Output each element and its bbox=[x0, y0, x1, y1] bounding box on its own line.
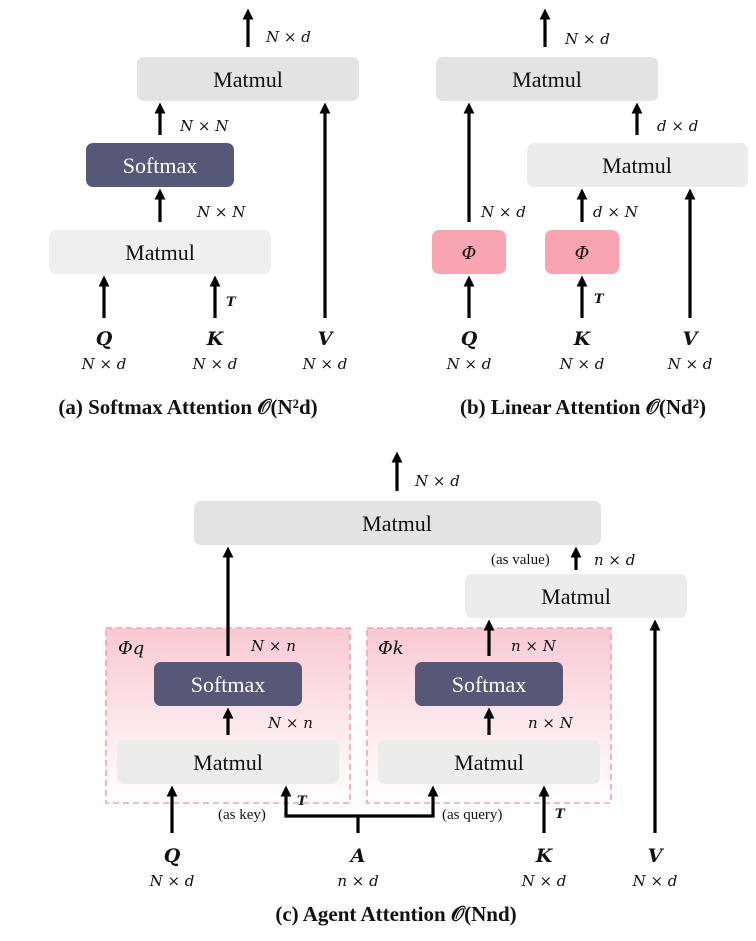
as-value-label: (as value) bbox=[491, 552, 550, 568]
input-k-dim: N × d bbox=[521, 872, 567, 890]
input-k-dim: N × d bbox=[192, 355, 238, 373]
softmax-k-label: Softmax bbox=[452, 672, 527, 697]
phi-k-region-label: Φk bbox=[378, 638, 404, 659]
input-k: K bbox=[535, 845, 554, 867]
phi-q-label: Φ bbox=[462, 243, 477, 264]
transpose-mark: T bbox=[226, 295, 237, 310]
matmul-k-box bbox=[378, 740, 600, 784]
dim-nN-mid: n × N bbox=[528, 714, 574, 732]
caption-b: (b) Linear Attention 𝒪(Nd²) bbox=[460, 395, 706, 419]
dim-dd: d × d bbox=[657, 117, 698, 135]
dim-Nn-mid: N × n bbox=[267, 714, 313, 732]
transpose-mark: T bbox=[594, 292, 605, 307]
dim-nd-small: n × d bbox=[594, 551, 635, 569]
input-v: V bbox=[318, 328, 335, 350]
caption-a: (a) Softmax Attention 𝒪(N²d) bbox=[58, 395, 317, 419]
matmul-top-box bbox=[194, 501, 601, 545]
dim-nn-1: N × N bbox=[179, 117, 229, 135]
input-a: A bbox=[349, 845, 366, 867]
matmul-mid-box bbox=[527, 143, 748, 187]
as-query-label: (as query) bbox=[442, 807, 502, 823]
softmax-label: Softmax bbox=[123, 153, 198, 178]
input-v-dim: N × d bbox=[667, 355, 713, 373]
dim-nN-top: n × N bbox=[511, 637, 557, 655]
dim-output: N × d bbox=[564, 30, 610, 48]
phi-q-box bbox=[432, 230, 506, 274]
input-k: K bbox=[206, 328, 225, 350]
softmax-box bbox=[86, 143, 234, 187]
input-v: V bbox=[683, 328, 700, 350]
caption-c: (c) Agent Attention 𝒪(Nnd) bbox=[275, 902, 516, 926]
matmul-bottom-box bbox=[49, 230, 271, 274]
input-v-dim: N × d bbox=[302, 355, 348, 373]
phi-q-region-label: Φq bbox=[118, 638, 144, 659]
input-k: K bbox=[573, 328, 592, 350]
matmul-q-box bbox=[117, 740, 339, 784]
panel-agent-attention: Φq Φk Matmul Matmul Softmax Matmul Softm… bbox=[105, 451, 687, 926]
matmul-top-box bbox=[137, 57, 359, 101]
dim-Nn-top: N × n bbox=[250, 637, 296, 655]
input-v: V bbox=[648, 845, 665, 867]
input-k-dim: N × d bbox=[559, 355, 605, 373]
dim-output: N × d bbox=[265, 28, 311, 46]
matmul-top-label: Matmul bbox=[213, 67, 283, 92]
softmax-q-label: Softmax bbox=[191, 672, 266, 697]
matmul-right-box bbox=[465, 574, 687, 618]
matmul-top-label: Matmul bbox=[362, 511, 432, 536]
dim-dn: d × N bbox=[593, 203, 639, 221]
input-q: Q bbox=[461, 328, 478, 350]
input-q-dim: N × d bbox=[149, 872, 195, 890]
input-a-dim: n × d bbox=[337, 872, 378, 890]
as-key-label: (as key) bbox=[218, 807, 266, 823]
softmax-k-box bbox=[415, 662, 563, 706]
input-q-dim: N × d bbox=[446, 355, 492, 373]
matmul-top-box bbox=[436, 57, 658, 101]
matmul-k-label: Matmul bbox=[454, 750, 524, 775]
matmul-bottom-label: Matmul bbox=[125, 240, 195, 265]
input-v-dim: N × d bbox=[632, 872, 678, 890]
matmul-top-label: Matmul bbox=[512, 67, 582, 92]
transpose-mark-2: T bbox=[555, 807, 566, 822]
input-q-dim: N × d bbox=[81, 355, 127, 373]
phi-k-box bbox=[545, 230, 619, 274]
matmul-right-label: Matmul bbox=[541, 584, 611, 609]
matmul-q-label: Matmul bbox=[193, 750, 263, 775]
dim-output: N × d bbox=[414, 472, 460, 490]
panel-linear-attention: Matmul Matmul Φ Φ N × d d × d N × d d × … bbox=[432, 8, 748, 419]
input-q: Q bbox=[96, 328, 113, 350]
phi-k-label: Φ bbox=[575, 243, 590, 264]
input-q: Q bbox=[164, 845, 181, 867]
dim-nn-2: N × N bbox=[196, 203, 246, 221]
panel-softmax-attention: Matmul Softmax Matmul N × d N × N N × N … bbox=[49, 8, 359, 419]
transpose-mark-1: T bbox=[297, 794, 308, 809]
dim-nd: N × d bbox=[480, 203, 526, 221]
matmul-mid-label: Matmul bbox=[602, 153, 672, 178]
softmax-q-box bbox=[154, 662, 302, 706]
